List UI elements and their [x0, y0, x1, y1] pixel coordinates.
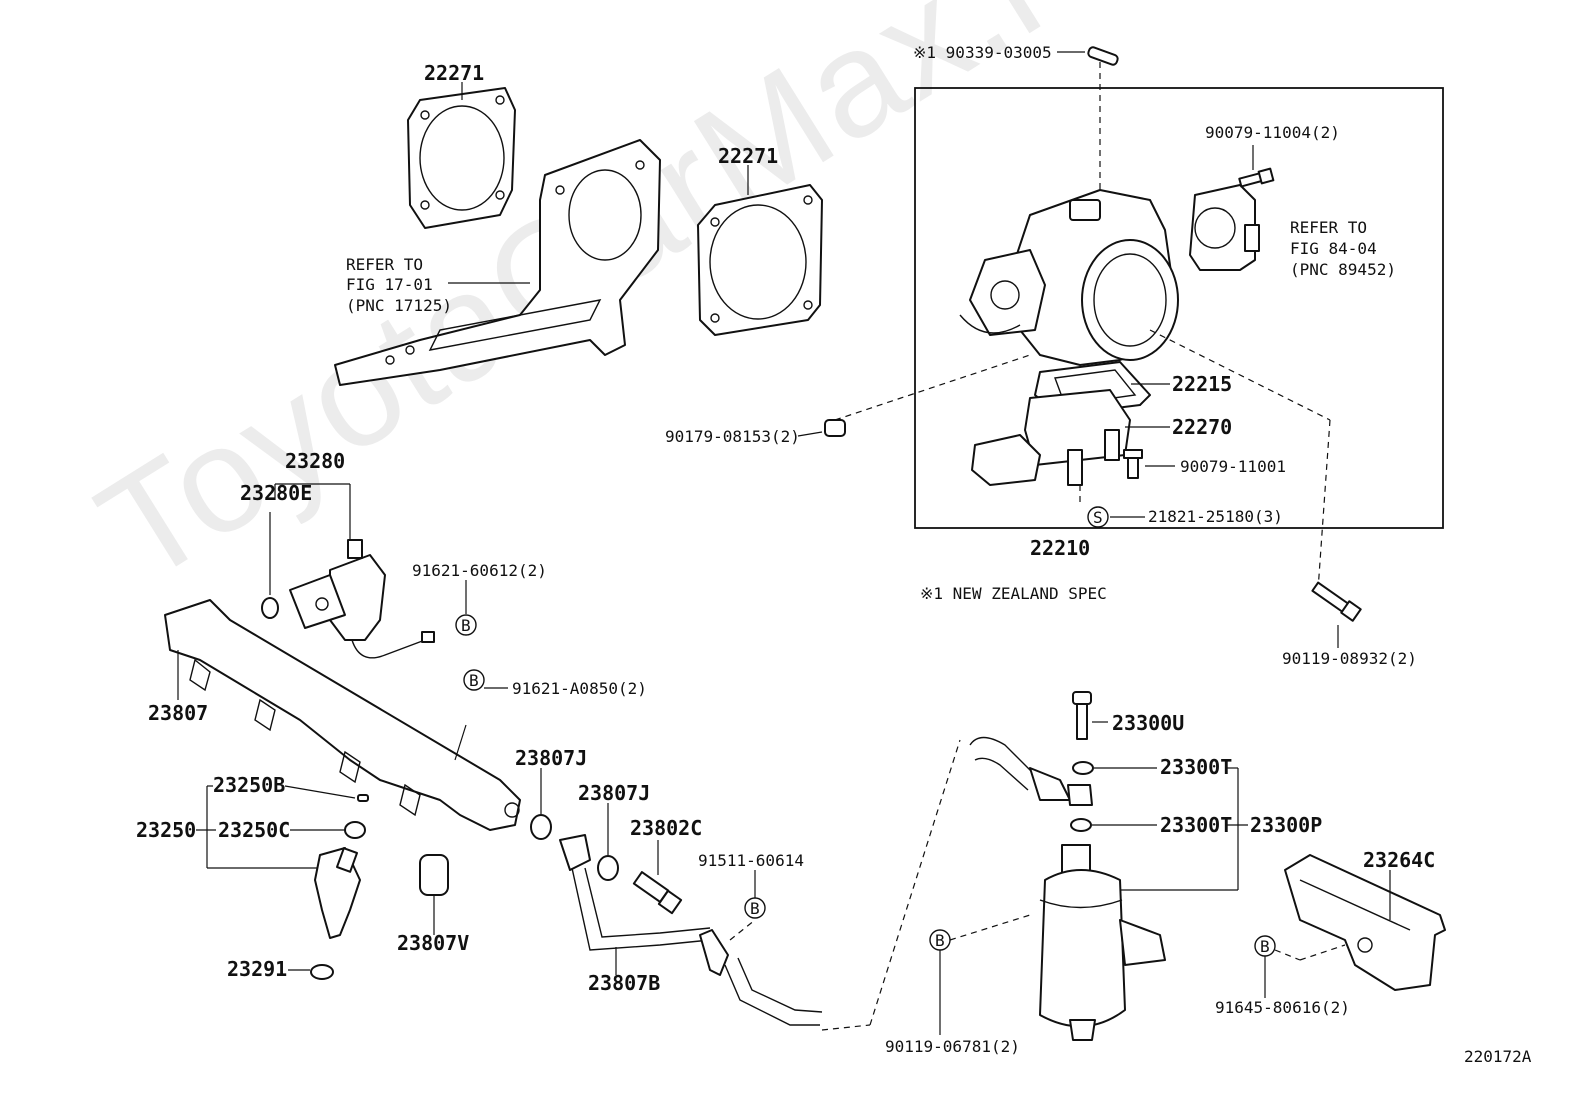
label-23807J-b: 23807J	[578, 781, 650, 805]
pin-90339-03005	[1087, 46, 1119, 66]
valve-22270	[971, 389, 1131, 486]
label-23280: 23280	[285, 449, 345, 473]
label-23802C: 23802C	[630, 816, 702, 840]
label-23807: 23807	[148, 701, 208, 725]
spec-note: ※1 NEW ZEALAND SPEC	[920, 584, 1107, 603]
gasket-23300T-a	[1072, 761, 1094, 775]
svg-text:B: B	[1260, 937, 1270, 956]
label-23280E: 23280E	[240, 481, 312, 505]
label-21821-25180: 21821-25180(3)	[1148, 507, 1283, 526]
hose-23300P	[969, 736, 1093, 806]
bracket-23264C	[1284, 854, 1446, 991]
label-23250: 23250	[136, 818, 196, 842]
label-22215: 22215	[1172, 372, 1232, 396]
label-90079-11004: 90079-11004(2)	[1205, 123, 1340, 142]
svg-text:B: B	[461, 616, 471, 635]
label-23807V: 23807V	[397, 931, 469, 955]
label-91645-80616: 91645-80616(2)	[1215, 998, 1350, 1017]
ring-23291	[310, 964, 334, 980]
marker-s: S	[1087, 506, 1109, 528]
washer-23807J-b	[597, 855, 619, 881]
label-90179-08153: 90179-08153(2)	[665, 427, 800, 446]
label-23300U: 23300U	[1112, 711, 1184, 735]
screw-90079-11004	[1238, 167, 1275, 188]
throttle-body-22210	[959, 189, 1179, 366]
fuel-line-23807B	[559, 834, 823, 1026]
sleeve-23807V	[419, 854, 449, 896]
label-22271-a: 22271	[424, 61, 484, 85]
label-91621-60612: 91621-60612(2)	[412, 561, 547, 580]
label-90079-11001: 90079-11001	[1180, 457, 1286, 476]
svg-text:B: B	[469, 671, 479, 690]
label-22210: 22210	[1030, 536, 1090, 560]
label-91511-60614: 91511-60614	[698, 851, 804, 870]
nut-90179-08153	[824, 419, 846, 437]
gasket-22271-left	[407, 87, 516, 229]
gasket-23300T-b	[1070, 818, 1092, 832]
marker-b-91621-A0850: B	[463, 669, 485, 691]
bolt-90119-08932	[1311, 581, 1362, 622]
refer-84-line2: FIG 84-04	[1290, 239, 1377, 258]
label-23300T-b: 23300T	[1160, 813, 1232, 837]
washer-23807J-a	[530, 814, 552, 840]
marker-b-90119-06781: B	[929, 929, 951, 951]
label-90119-06781: 90119-06781(2)	[885, 1037, 1020, 1056]
bolt-23802C	[632, 871, 683, 915]
injector-23250	[314, 847, 361, 939]
grommet-23250C	[344, 821, 366, 839]
label-23250B: 23250B	[213, 773, 285, 797]
marker-b-91645: B	[1254, 935, 1276, 957]
fuel-filter-23300P	[1039, 844, 1166, 1041]
label-23807J-a: 23807J	[515, 746, 587, 770]
screw-90079-11001	[1123, 449, 1143, 479]
label-23807B: 23807B	[588, 971, 660, 995]
throttle-body-frame	[914, 87, 1444, 529]
refer-84-line3: (PNC 89452)	[1290, 260, 1396, 279]
label-23300T-a: 23300T	[1160, 755, 1232, 779]
label-22270: 22270	[1172, 415, 1232, 439]
gasket-22271-right	[697, 184, 823, 336]
refer-84-line1: REFER TO	[1290, 218, 1367, 237]
label-23291: 23291	[227, 957, 287, 981]
refer-17-line1: REFER TO	[346, 255, 423, 274]
label-22271-b: 22271	[718, 144, 778, 168]
refer-17-line3: (PNC 17125)	[346, 296, 452, 315]
oring-23280E	[261, 597, 279, 619]
fuel-rail-23807	[164, 599, 521, 831]
refer-17-line2: FIG 17-01	[346, 275, 433, 294]
clip-23250B	[357, 794, 369, 802]
diagram-id: 220172A	[1464, 1047, 1532, 1066]
svg-text:B: B	[935, 931, 945, 950]
label-23300P: 23300P	[1250, 813, 1322, 837]
svg-text:B: B	[750, 899, 760, 918]
label-91621-A0850: 91621-A0850(2)	[512, 679, 647, 698]
marker-b-91511: B	[744, 897, 766, 919]
label-90119-08932: 90119-08932(2)	[1282, 649, 1417, 668]
plate-refer-17-01	[334, 139, 661, 386]
pressure-regulator-23280	[289, 539, 435, 659]
svg-text:S: S	[1093, 508, 1103, 527]
label-23250C: 23250C	[218, 818, 290, 842]
bolt-23300U	[1072, 691, 1092, 740]
label-90339-03005: ※1 90339-03005	[913, 43, 1052, 62]
sensor-refer-84-04	[1189, 184, 1260, 271]
marker-b-91621-60612: B	[455, 614, 477, 636]
label-23264C: 23264C	[1363, 848, 1435, 872]
